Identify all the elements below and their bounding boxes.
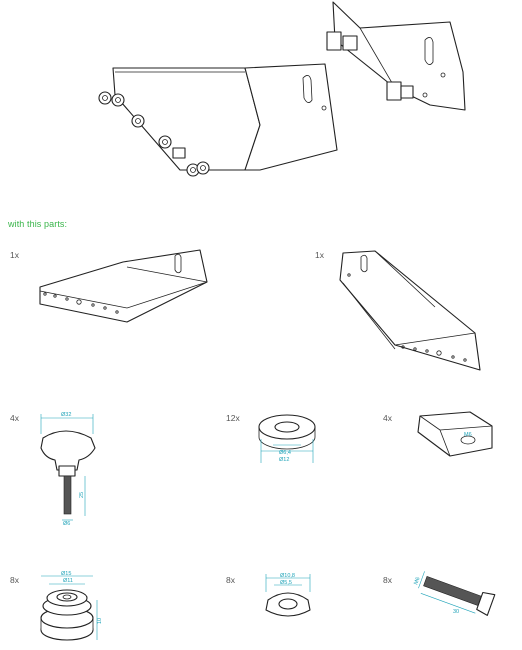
spring-washer-outer-label: Ø10,8 xyxy=(280,573,295,579)
bolt-head-label: M6 xyxy=(413,576,421,585)
washer-drawing: Ø6,4 Ø12 xyxy=(258,414,316,463)
washer-outer-label: Ø12 xyxy=(279,457,289,463)
qty-spring-washer: 8x xyxy=(226,575,235,585)
washer-inner-label: Ø6,4 xyxy=(279,450,291,456)
bolt-length-label: 30 xyxy=(453,609,459,615)
assembly-illustration xyxy=(98,1,466,177)
qty-plate-right: 1x xyxy=(315,250,324,260)
roller-drawing: Ø15 Ø11 10 xyxy=(40,571,103,641)
intro-text: with this parts: xyxy=(8,219,68,229)
knob-shaft-label: Ø6 xyxy=(63,521,70,527)
knob-diameter-label: Ø32 xyxy=(61,412,71,418)
plate-left-drawing xyxy=(39,249,208,323)
plate-right-drawing xyxy=(339,250,481,371)
qty-plate-left: 1x xyxy=(10,250,19,260)
spring-washer-inner-label: Ø5,5 xyxy=(280,580,292,586)
assembly-rollers xyxy=(98,91,210,177)
roller-inner-label: Ø11 xyxy=(63,578,73,584)
roller-outer-label: Ø15 xyxy=(61,571,71,577)
qty-star-knob: 4x xyxy=(10,413,19,423)
qty-slot-nut: 4x xyxy=(383,413,392,423)
bolt-drawing: M6 30 xyxy=(413,571,496,616)
qty-bolt: 8x xyxy=(383,575,392,585)
slot-nut-thread-label: M6 xyxy=(464,432,472,438)
spring-washer-drawing: Ø10,8 Ø5,5 xyxy=(265,573,311,617)
slot-nut-drawing: M6 xyxy=(417,411,493,457)
star-knob-drawing: Ø32 25 Ø6 xyxy=(40,412,96,527)
qty-roller: 8x xyxy=(10,575,19,585)
roller-height-label: 10 xyxy=(97,618,103,624)
qty-washer: 12x xyxy=(226,413,240,423)
knob-length-label: 25 xyxy=(79,492,85,498)
